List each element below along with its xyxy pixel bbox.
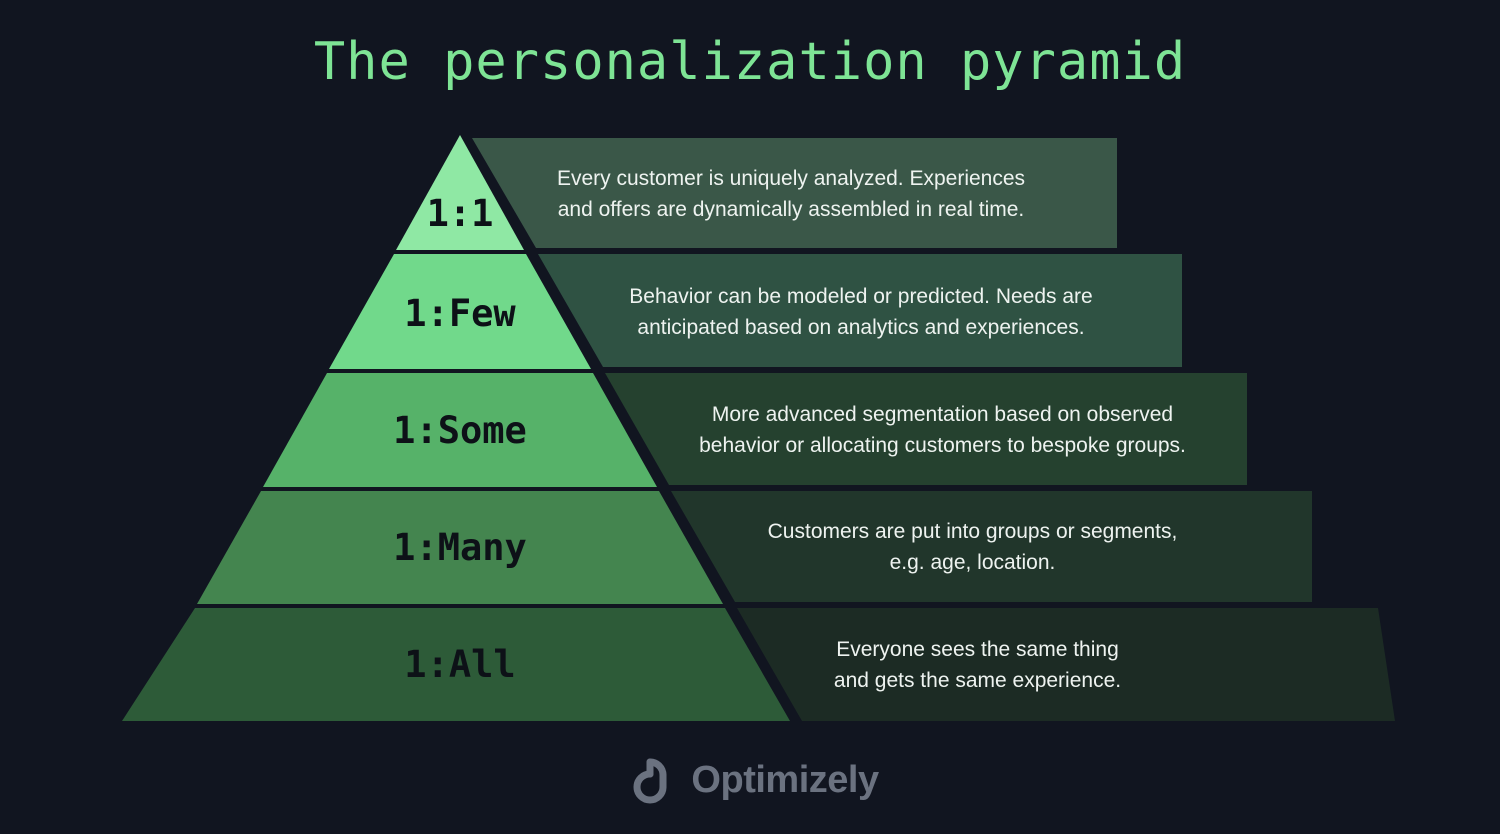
tier-shape-4[interactable] — [197, 491, 723, 604]
tier-shape-5[interactable] — [122, 608, 790, 721]
tier-panel-3[interactable] — [605, 373, 1247, 485]
tier-panel-2[interactable] — [538, 254, 1182, 367]
brand-logo: Optimizely — [0, 752, 1500, 808]
tier-shape-2[interactable] — [329, 254, 591, 369]
tier-shape-1[interactable] — [396, 135, 524, 250]
tier-panel-5[interactable] — [737, 608, 1395, 721]
tier-panel-4[interactable] — [671, 491, 1312, 602]
page-title: The personalization pyramid — [313, 32, 1187, 92]
tier-shape-3[interactable] — [263, 373, 657, 487]
optimizely-logo-icon — [633, 758, 667, 804]
brand-name: Optimizely — [691, 759, 879, 801]
tier-panel-1[interactable] — [472, 138, 1117, 248]
